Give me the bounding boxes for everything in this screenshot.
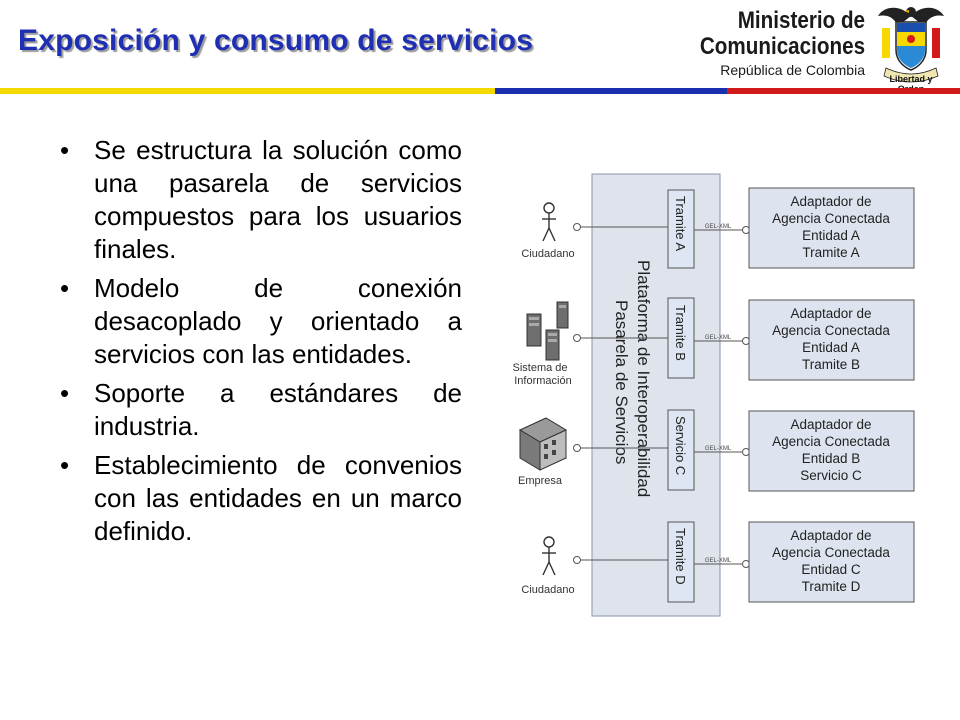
- ministry-country: República de Colombia: [720, 62, 865, 78]
- actor-port: [573, 444, 581, 452]
- ministry-name-line2: Comunicaciones: [699, 33, 865, 60]
- bullet-text: Se estructura la solución como una pasar…: [94, 135, 462, 264]
- architecture-diagram: Plataforma de Interoperabilidad Pasarela…: [512, 173, 915, 617]
- adapter-label: Entidad C: [801, 562, 861, 577]
- adapter-label: Agencia Conectada: [772, 434, 890, 449]
- actor-port: [573, 556, 581, 564]
- service-label: Tramite D: [673, 528, 688, 585]
- adapter-port: [742, 448, 750, 456]
- adapter-port: [742, 337, 750, 345]
- row-servicio-c: Empresa Servicio C GEL-XML Adaptador de …: [518, 409, 915, 492]
- bullet-list: •Se estructura la solución como una pasa…: [60, 134, 462, 554]
- adapter-label: Agencia Conectada: [772, 211, 890, 226]
- platform-box: [591, 173, 721, 617]
- row-tramite-b: Sistema de Información Tramite B GEL-XML…: [512, 297, 915, 387]
- actor-label: Sistema de: [512, 362, 567, 374]
- adapter-box: [748, 187, 915, 269]
- service-box: [667, 297, 695, 379]
- adapter-box: [748, 299, 915, 381]
- actor-label: Ciudadano: [521, 248, 574, 260]
- bullet-item: •Se estructura la solución como una pasa…: [60, 135, 462, 264]
- adapter-label: Tramite A: [802, 245, 859, 260]
- ministry-name-line1: Ministerio de: [737, 7, 865, 34]
- flag-stripe: [0, 88, 960, 94]
- adapter-label: Adaptador de: [790, 306, 871, 321]
- adapter-box: [748, 521, 915, 603]
- bullet-text: Establecimiento de convenios con las ent…: [94, 450, 462, 546]
- connector-label: GEL-XML: [705, 335, 732, 341]
- service-label: Tramite A: [673, 196, 688, 251]
- adapter-label: Agencia Conectada: [772, 323, 890, 338]
- bullet-item: •Modelo de conexión desacoplado y orient…: [60, 273, 462, 369]
- building-icon: [518, 417, 568, 471]
- person-icon: [542, 536, 556, 576]
- adapter-label: Agencia Conectada: [772, 545, 890, 560]
- row-tramite-d: Ciudadano Tramite D GEL-XML Adaptador de…: [521, 521, 915, 603]
- platform-label-line1: Plataforma de Interoperabilidad: [634, 260, 653, 497]
- flag-stripe-blue: [495, 88, 727, 94]
- bullet-item: •Soporte a estándares de industria.: [60, 378, 462, 441]
- ministry-header: Ministerio de Comunicaciones República d…: [673, 8, 865, 80]
- connector-label: GEL-XML: [705, 558, 732, 564]
- bullet-text: Modelo de conexión desacoplado y orienta…: [94, 273, 462, 369]
- service-box: [667, 409, 695, 491]
- server-icon: [526, 301, 569, 361]
- person-icon: [542, 202, 556, 242]
- service-box: [667, 521, 695, 603]
- flag-stripe-red: [727, 88, 960, 94]
- connector-label: GEL-XML: [705, 446, 732, 452]
- page-title: Exposición y consumo de servicios: [18, 24, 534, 57]
- adapter-label: Adaptador de: [790, 417, 871, 432]
- adapter-port: [742, 226, 750, 234]
- adapter-box: [748, 410, 915, 492]
- adapter-label: Adaptador de: [790, 528, 871, 543]
- bullet-item: •Establecimiento de convenios con las en…: [60, 450, 462, 546]
- adapter-label: Entidad A: [802, 228, 860, 243]
- actor-label: Información: [514, 375, 571, 387]
- platform-label-line2: Pasarela de Servicios: [612, 300, 631, 464]
- connector-label: GEL-XML: [705, 224, 732, 230]
- adapter-label: Adaptador de: [790, 194, 871, 209]
- actor-port: [573, 223, 581, 231]
- service-label: Servicio C: [673, 416, 688, 475]
- actor-label: Empresa: [518, 475, 563, 487]
- adapter-label: Tramite B: [802, 357, 860, 372]
- service-box: [667, 189, 695, 269]
- bullet-text: Soporte a estándares de industria.: [94, 378, 462, 441]
- adapter-label: Entidad A: [802, 340, 860, 355]
- adapter-label: Servicio C: [800, 468, 862, 483]
- flag-stripe-yellow: [0, 88, 495, 94]
- adapter-port: [742, 560, 750, 568]
- adapter-label: Entidad B: [802, 451, 861, 466]
- service-label: Tramite B: [673, 305, 688, 361]
- actor-label: Ciudadano: [521, 584, 574, 596]
- coat-of-arms-icon: [878, 7, 944, 83]
- row-tramite-a: Ciudadano Tramite A GEL-XML Adaptador de…: [521, 187, 915, 269]
- actor-port: [573, 334, 581, 342]
- adapter-label: Tramite D: [802, 579, 861, 594]
